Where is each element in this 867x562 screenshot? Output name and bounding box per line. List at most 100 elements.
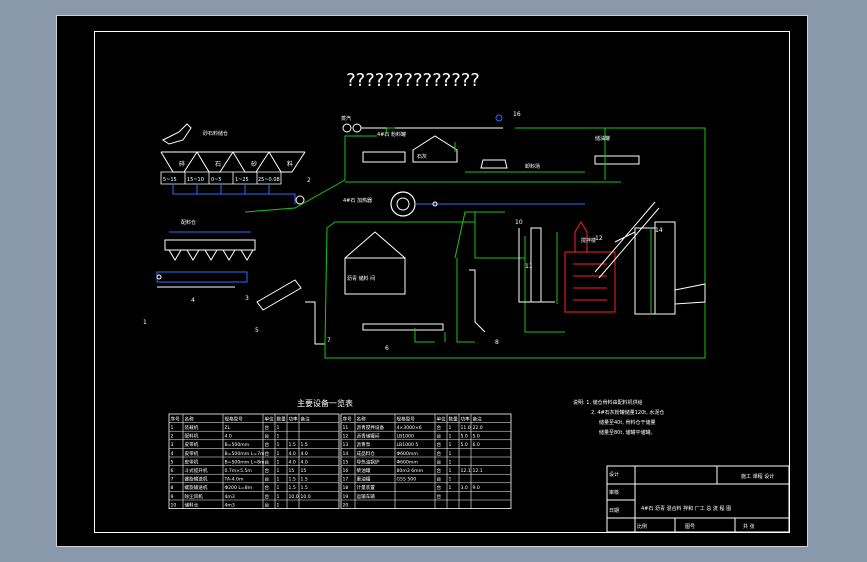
- note-line-3: 储量至40t, 骨料仓干储量: [599, 419, 656, 426]
- title-block: 施工 课程 设计 4#石 沥青 混合料 拌和 厂工 总 流 程 图 设计 审核 …: [606, 465, 790, 533]
- table-left-cell: B=500mm L=7m: [225, 451, 266, 457]
- table-left-cell: 2: [171, 434, 174, 440]
- table-left-cell: 1: [277, 434, 280, 440]
- table-right-cell: 11.0: [461, 425, 471, 431]
- svg-text:1: 1: [143, 319, 147, 326]
- table-right-cell: 5.0: [461, 442, 468, 448]
- table-right-header-cell: 数量: [449, 415, 459, 422]
- aggregate-bins-label: 砂石料储仓: [203, 130, 228, 137]
- svg-text:6: 6: [385, 345, 389, 352]
- size-range-2: 15~10: [187, 177, 204, 183]
- table-right-cell: 台: [437, 458, 442, 465]
- table-right-cell: 3.0: [461, 485, 468, 491]
- table-left-cell: ZL: [225, 425, 231, 431]
- size-range-5: 25~0.08: [258, 177, 280, 183]
- table-right-cell: 11: [343, 425, 349, 431]
- table-left-cell: 除尘风机: [185, 493, 204, 500]
- bin-cell-4: 料: [287, 160, 293, 168]
- table-left-cell: 装载机: [185, 424, 199, 431]
- table-left-cell: 1: [277, 485, 280, 491]
- svg-text:5: 5: [255, 327, 259, 334]
- table-left-cell: 15: [289, 468, 295, 474]
- table-right-cell: 1: [449, 468, 452, 474]
- table-left-cell: 4.0: [301, 451, 308, 457]
- mixing-plant: 搅拌楼 14 12 10 11: [515, 201, 706, 315]
- table-right-cell: 1: [449, 451, 452, 457]
- table-left-cell: 8: [171, 485, 174, 491]
- table-right-cell: 计量装置: [357, 484, 376, 491]
- table-right-cell: 台: [437, 424, 442, 431]
- table-right-cell: 12: [343, 434, 349, 440]
- table-right-cell: 台: [437, 493, 442, 500]
- table-right-cell: Φ600mm: [397, 451, 419, 457]
- svg-text:8: 8: [495, 339, 499, 346]
- table-right-cell: 4×3000×6: [397, 425, 422, 431]
- table-right-cell: 成品料仓: [357, 450, 376, 457]
- bin-cell-1: 碎: [179, 160, 185, 168]
- table-left-cell: 1.5: [289, 442, 296, 448]
- svg-text:10: 10: [515, 219, 523, 226]
- table-left-cell: 3: [171, 442, 174, 448]
- field-date: 日期: [609, 508, 619, 514]
- table-left-cell: 1.5: [301, 477, 308, 483]
- field-designer: 设计: [609, 471, 619, 478]
- elevator-1: [305, 301, 325, 345]
- svg-text:3: 3: [245, 295, 249, 302]
- table-right-header-cell: 单位: [437, 415, 447, 422]
- size-range-3: 0~5: [211, 177, 222, 183]
- table-left-cell: 台: [265, 433, 270, 440]
- drawing-title: ??????????????: [346, 70, 480, 91]
- cad-viewport[interactable]: ?????????????? 砂石料储仓 碎 石 砂 料: [56, 15, 808, 547]
- table-right-cell: 18: [343, 485, 349, 491]
- table-right-cell: 13: [343, 442, 349, 448]
- table-left-header-cell: 数量: [277, 415, 287, 422]
- table-left-cell: 台: [265, 501, 270, 508]
- table-left-cell: 7: [171, 477, 174, 483]
- table-left-cell: 1.5: [289, 485, 296, 491]
- table-right-cell: 9.0: [473, 485, 480, 491]
- table-left-cell: 4m3: [225, 502, 235, 508]
- table-left-header-cell: 名称: [185, 415, 195, 422]
- table-left-cell: 1: [277, 425, 280, 431]
- table-left-cell: 1: [171, 425, 174, 431]
- table-left-cell: 台: [265, 493, 270, 500]
- table-left-cell: 1: [277, 442, 280, 448]
- field-number: 图号: [685, 524, 695, 530]
- truck-stop-label: 卸料场: [525, 163, 540, 170]
- table-right-header-cell: 功率: [461, 415, 471, 422]
- table-left-cell: 10: [171, 502, 177, 508]
- table-left-cell: 9: [171, 494, 174, 500]
- table-left-cell: 配料机: [185, 433, 199, 440]
- table-right-cell: 台: [437, 467, 442, 474]
- table-right-cell: 柴油罐: [357, 467, 371, 474]
- table-right-cell: 6.0: [473, 442, 480, 448]
- table-left-cell: 15: [301, 468, 307, 474]
- table-left-cell: 皮带机: [185, 450, 199, 457]
- table-right-cell: 1: [449, 459, 452, 465]
- table-right-cell: 重油罐: [357, 476, 371, 483]
- table-left-cell: 1.5: [301, 485, 308, 491]
- oil-tank-label: 储油罐: [595, 135, 610, 142]
- table-right-cell: LB1000: [397, 434, 414, 440]
- table-right-cell: 14: [343, 451, 349, 457]
- table-right-cell: 20: [343, 502, 349, 508]
- table-right-header-cell: 序号: [343, 415, 353, 422]
- heater-label: 4#石 加热器: [343, 197, 372, 204]
- table-right-cell: 台: [437, 433, 442, 440]
- table-right-cell: 1: [449, 477, 452, 483]
- table-right-cell: 80m3 6mm: [397, 468, 424, 474]
- table-left-cell: 皮带机: [185, 458, 199, 465]
- table-left-cell: 1: [277, 451, 280, 457]
- drawing-name: 4#石 沥青 混合料 拌和 厂工 总 流 程 图: [641, 505, 731, 512]
- table-right-cell: G55 500: [397, 477, 417, 483]
- table-left-cell: 储料仓: [185, 501, 199, 508]
- table-right-header-cell: 名称: [357, 415, 367, 422]
- table-left-cell: 台: [265, 424, 270, 431]
- table-right-cell: 导热油锅炉: [357, 458, 380, 465]
- table-right-cell: 运输车辆: [357, 493, 376, 500]
- flowsheet-canvas: ?????????????? 砂石料储仓 碎 石 砂 料: [143, 70, 790, 533]
- svg-text:14: 14: [655, 227, 663, 234]
- table-right-cell: 5.0: [461, 434, 468, 440]
- batcher-label: 配料仓: [181, 219, 196, 226]
